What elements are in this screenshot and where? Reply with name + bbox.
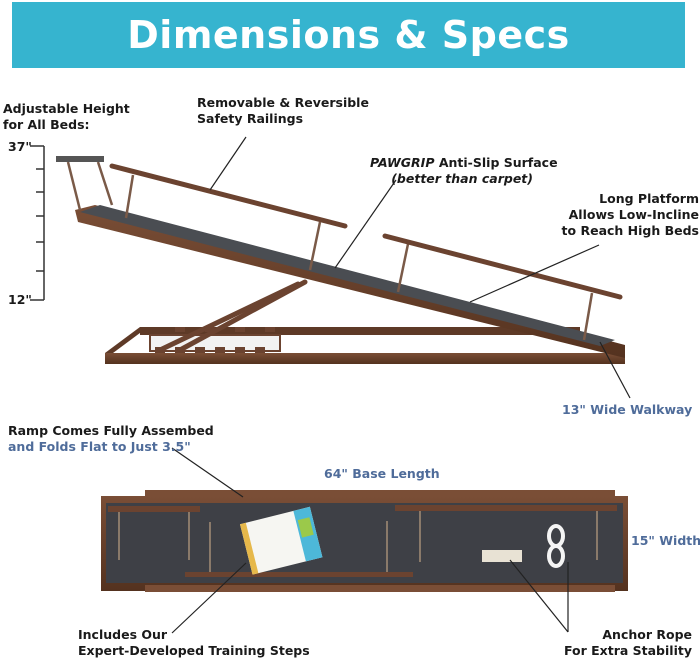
anchor-rope bbox=[547, 524, 565, 568]
leader-lines-upper bbox=[209, 136, 631, 399]
platform-callout: Long Platform Allows Low-Incline to Reac… bbox=[561, 191, 699, 238]
height-scale bbox=[30, 145, 45, 301]
assembled-callout: Ramp Comes Fully Assembed and Folds Flat… bbox=[8, 423, 214, 454]
top-handle bbox=[56, 156, 104, 162]
base-length-callout: 64" Base Length bbox=[324, 466, 440, 481]
brand-name: PAWGRIP bbox=[370, 155, 435, 170]
page-title: Dimensions & Specs bbox=[127, 13, 570, 57]
anchor-callout: Anchor Rope For Extra Stability bbox=[563, 627, 692, 658]
leader-lines-lower bbox=[171, 447, 569, 634]
support-struts bbox=[157, 279, 308, 353]
ramp-railings bbox=[66, 161, 594, 341]
railings-callout: Removable & Reversible Safety Railings bbox=[197, 95, 369, 126]
training-callout: Includes Our Expert-Developed Training S… bbox=[78, 627, 310, 658]
anchor-plate bbox=[482, 550, 522, 562]
height-min-label: 12" bbox=[8, 292, 32, 307]
walkway-callout: 13" Wide Walkway bbox=[562, 402, 693, 417]
height-max-label: 37" bbox=[8, 139, 32, 154]
ramp-deck bbox=[75, 205, 625, 358]
surface-callout: PAWGRIP Anti-Slip Surface (better than c… bbox=[370, 155, 558, 186]
folded-ramp bbox=[101, 490, 628, 592]
training-booklet bbox=[239, 506, 323, 575]
height-label: Adjustable Height for All Beds: bbox=[3, 101, 130, 132]
width-callout: 15" Width bbox=[631, 533, 700, 548]
header-banner: Dimensions & Specs bbox=[12, 2, 685, 68]
